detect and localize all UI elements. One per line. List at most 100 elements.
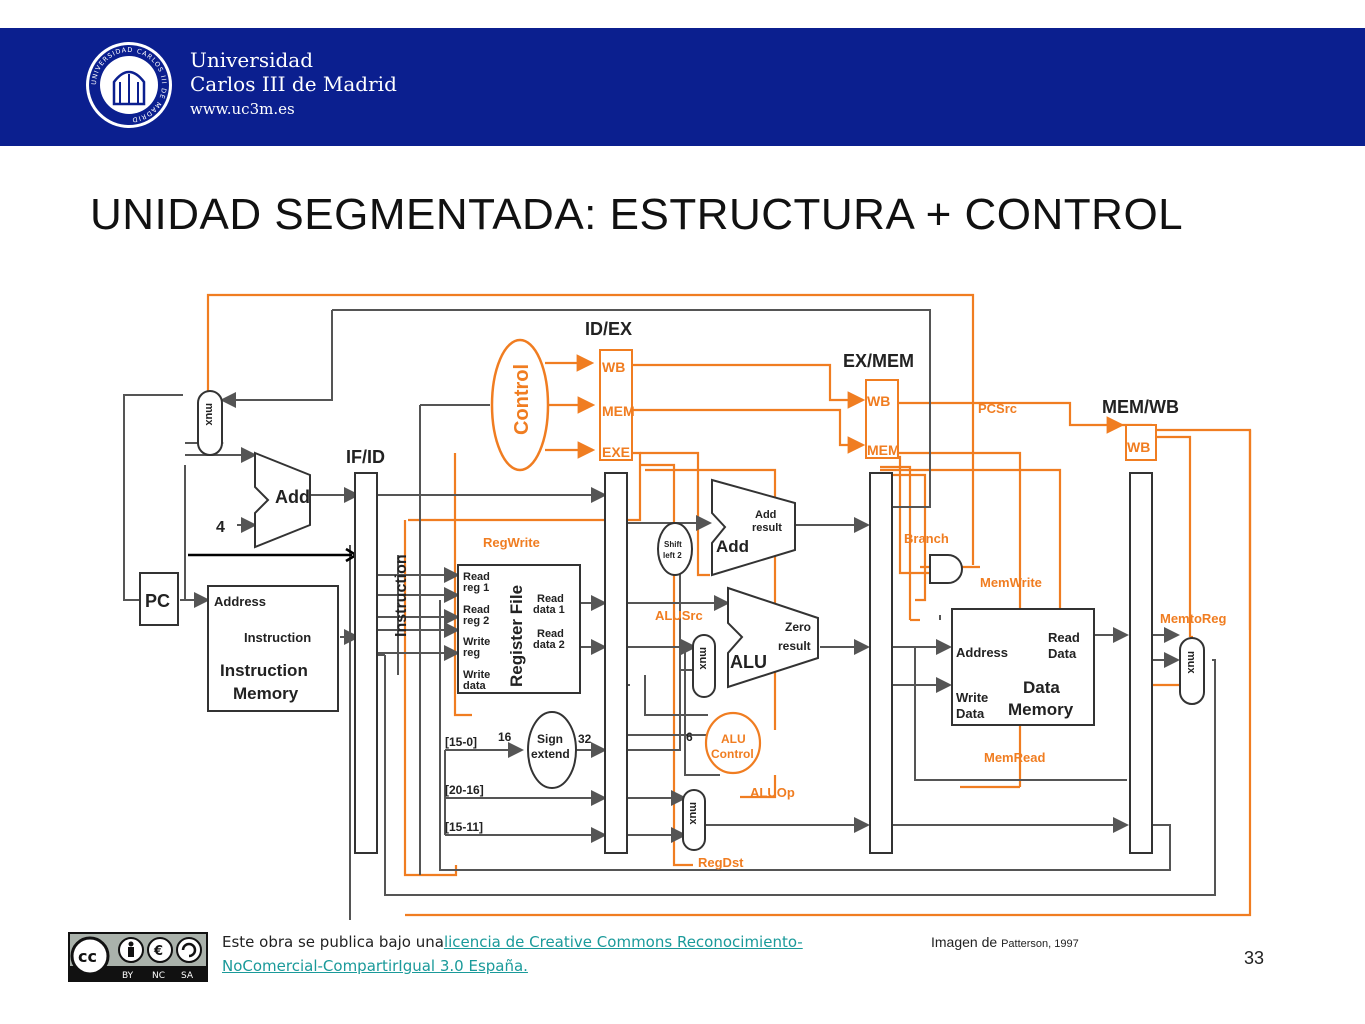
- sign-extend-l2: extend: [531, 747, 570, 761]
- university-website: www.uc3m.es: [190, 100, 295, 118]
- credit-author: Patterson, 1997: [1001, 938, 1079, 950]
- dm-address-label: Address: [956, 645, 1008, 660]
- regdst-mux-label: mux: [687, 802, 699, 826]
- bitfield-15-11: [15-11]: [445, 820, 483, 834]
- cc-badge-sa: SA: [181, 971, 194, 981]
- shift-left-l2: left 2: [663, 551, 682, 560]
- dm-read-l2: Data: [1048, 646, 1077, 661]
- memwb-control-fields: [1125, 424, 1157, 461]
- university-header: [0, 28, 1365, 146]
- memwb-register: [1129, 472, 1153, 854]
- dm-write-l2: Data: [956, 706, 985, 721]
- exmem-mem-label: MEM: [867, 442, 900, 458]
- width-16: 16: [498, 730, 512, 744]
- exmem-control-fields: [865, 379, 899, 459]
- aluop-signal: ALUOp: [750, 785, 795, 800]
- width-6: 6: [686, 730, 693, 744]
- instruction-memory: [207, 585, 339, 712]
- cc-badge-nc: NC: [152, 971, 165, 981]
- pc-register: [139, 572, 179, 626]
- pc-mux: [197, 390, 223, 456]
- slide-title: UNIDAD SEGMENTADA: ESTRUCTURA + CONTROL: [90, 190, 1184, 239]
- register-file-title: Register File: [507, 585, 526, 687]
- datapath-wiring: [123, 309, 1216, 920]
- rf-read-reg1-l1: Read: [463, 571, 490, 583]
- im-title-line2: Memory: [233, 684, 299, 703]
- rf-read-data2-l1: Read: [537, 628, 564, 640]
- license-prefix: Este obra se publica bajo una: [222, 933, 444, 951]
- memwb-label: MEM/WB: [1102, 397, 1179, 417]
- alu-zero-l2: result: [778, 639, 811, 653]
- const-four-label: 4: [216, 519, 225, 536]
- data-memory: [951, 608, 1095, 726]
- credit-prefix: Imagen de: [931, 934, 998, 950]
- idex-exe-label: EXE: [602, 444, 630, 460]
- idex-register: [604, 472, 628, 854]
- svg-text:€: €: [153, 944, 163, 959]
- bitfield-20-16: [20-16]: [445, 783, 484, 797]
- rf-read-reg2-l2: reg 2: [463, 615, 489, 627]
- control-unit: [490, 338, 550, 472]
- shift-left-l1: Shift: [664, 540, 682, 549]
- alu-control-unit: [704, 711, 762, 775]
- pc-label: PC: [145, 591, 170, 611]
- ifid-register: [354, 472, 378, 854]
- control-unit-label: Control: [511, 364, 533, 435]
- ex-adder: [711, 478, 796, 577]
- memwrite-signal: MemWrite: [980, 575, 1042, 590]
- alu-zero-l1: Zero: [785, 620, 811, 634]
- exmem-wb-label: WB: [867, 393, 890, 409]
- register-file: [457, 564, 581, 694]
- memtoreg-signal: MemtoReg: [1160, 611, 1227, 626]
- image-credit: Imagen de Patterson, 1997: [931, 934, 1079, 950]
- rf-read-reg2-l1: Read: [463, 604, 490, 616]
- alusrc-mux: [692, 634, 716, 698]
- rf-read-data1-l2: data 1: [533, 604, 565, 616]
- alusrc-mux-label: mux: [697, 647, 709, 671]
- im-title-line1: Instruction: [220, 661, 308, 680]
- alu-control-l1: ALU: [721, 732, 746, 746]
- alu-control-l2: Control: [711, 747, 754, 761]
- regwrite-signal: RegWrite: [483, 535, 540, 550]
- pcsrc-signal: PCSrc: [978, 401, 1017, 416]
- rf-write-data-l1: Write: [463, 669, 490, 681]
- regdst-signal: RegDst: [698, 855, 744, 870]
- rf-read-reg1-l2: reg 1: [463, 582, 489, 594]
- page-number: 33: [1244, 948, 1265, 968]
- license-notice: Este obra se publica bajo unalicencia de…: [222, 930, 902, 978]
- if-adder-label: Add: [275, 487, 310, 507]
- rf-write-reg-l1: Write: [463, 636, 490, 648]
- rf-write-data-l2: data: [463, 680, 487, 692]
- idex-control-fields: [599, 349, 633, 461]
- im-address-label: Address: [214, 594, 266, 609]
- sign-extend-l1: Sign: [537, 732, 563, 746]
- creative-commons-badge: cc € BY NC SA: [68, 932, 208, 982]
- bitfield-15-0: [15-0]: [445, 735, 477, 749]
- ex-adder-label: Add: [716, 537, 749, 556]
- license-link[interactable]: licencia de Creative Commons Reconocimie…: [222, 933, 803, 975]
- idex-mem-label: MEM: [602, 403, 635, 419]
- regdst-mux: [682, 789, 706, 851]
- header-divider: [0, 146, 575, 149]
- dm-title-l1: Data: [1023, 678, 1060, 697]
- dm-read-l1: Read: [1048, 630, 1080, 645]
- idex-label: ID/EX: [585, 319, 632, 339]
- branch-signal: Branch: [904, 531, 949, 546]
- memread-signal: MemRead: [984, 750, 1045, 765]
- sign-extend-unit: [527, 711, 577, 789]
- memtoreg-mux-label: mux: [1185, 651, 1197, 675]
- memwb-wb-label: WB: [1127, 439, 1150, 455]
- shift-left-unit: [657, 522, 693, 576]
- cc-badge-cc: cc: [78, 947, 97, 966]
- ifid-label: IF/ID: [346, 447, 385, 467]
- university-seal-logo: UNIVERSIDAD CARLOS III DE MADRID: [86, 42, 172, 128]
- if-adder: [254, 451, 311, 549]
- dm-write-l1: Write: [956, 690, 988, 705]
- alu: [727, 586, 819, 689]
- ifid-instruction-label: Instruction: [393, 554, 410, 637]
- im-instruction-port-label: Instruction: [244, 630, 311, 645]
- university-line1: Universidad: [190, 48, 314, 72]
- branch-and-gate: [929, 554, 963, 584]
- add-result-l1: Add: [755, 509, 776, 521]
- cc-badge-by: BY: [122, 971, 134, 981]
